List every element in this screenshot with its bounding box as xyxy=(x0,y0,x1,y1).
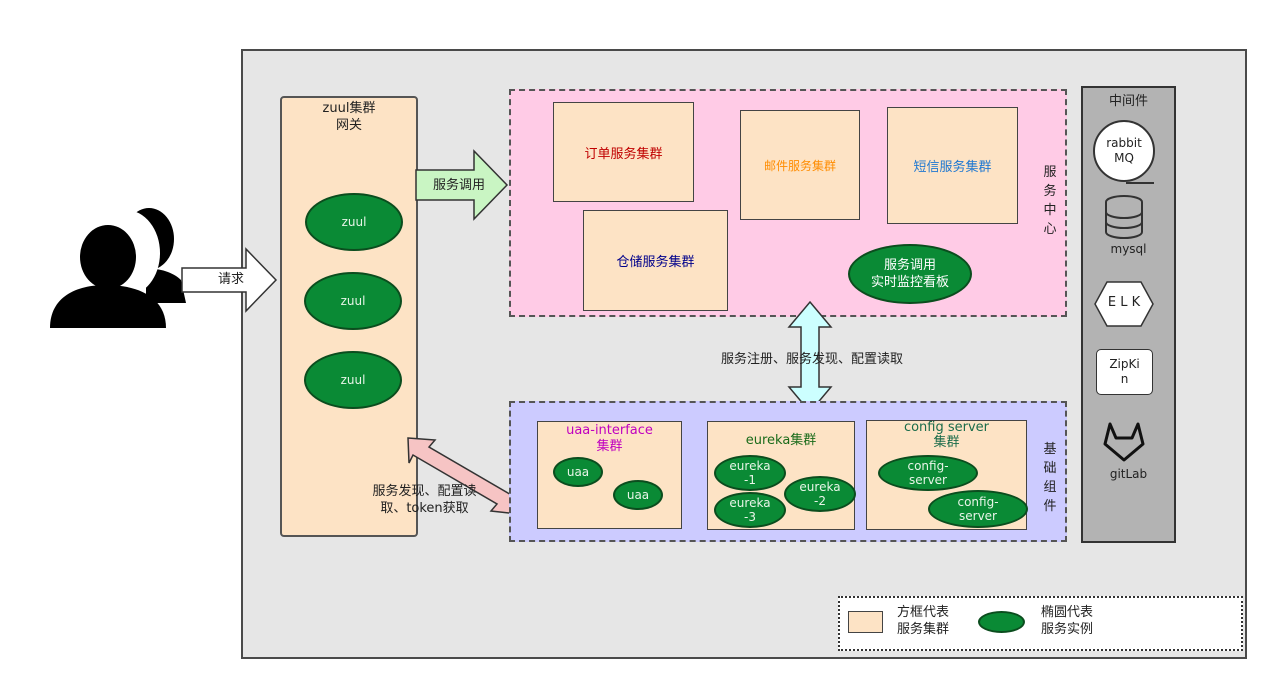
uaa-instance-2: uaa xyxy=(613,480,663,510)
order-service-cluster: 订单服务集群 xyxy=(553,102,694,202)
zipkin-line-1: ZipKi xyxy=(1109,357,1140,371)
monitor-line-2: 实时监控看板 xyxy=(870,275,949,290)
eureka-3-line-1: eureka xyxy=(729,496,771,510)
legend-ellipse-line-1: 椭圆代表 xyxy=(1041,605,1094,620)
base-components-label-text: 基础组件 xyxy=(1043,442,1057,514)
gateway-subtitle: 网关 xyxy=(335,118,362,133)
eureka-instance-1: eureka-1 xyxy=(714,455,786,491)
eureka-2-line-2: -2 xyxy=(814,494,826,508)
config-1-line-2: server xyxy=(909,473,947,487)
uaa-title-line-2: 集群 xyxy=(596,439,623,454)
zuul-instance-3: zuul xyxy=(304,351,402,409)
request-label: 请求 xyxy=(217,272,244,287)
base-components-label: 基础组件 xyxy=(1042,440,1058,516)
config-2-line-2: server xyxy=(959,509,997,523)
zuul-instance-1: zuul xyxy=(305,193,403,251)
eureka-1-line-1: eureka xyxy=(729,459,771,473)
mail-service-cluster: 邮件服务集群 xyxy=(740,110,860,220)
config-title-line-2: 集群 xyxy=(933,435,960,450)
legend-box-swatch xyxy=(848,611,883,633)
rabbitmq-line-1: rabbit xyxy=(1106,136,1142,150)
config-1-line-1: config- xyxy=(907,459,949,473)
config-instance-1: config-server xyxy=(878,455,978,491)
config-instance-2: config-server xyxy=(928,490,1028,528)
users-icon xyxy=(50,208,186,328)
zuul-cluster-title: zuul集群 网关 xyxy=(280,100,418,134)
gateway-link-line-2: 取、token获取 xyxy=(380,501,469,516)
eureka-3-line-2: -3 xyxy=(744,510,756,524)
warehouse-service-cluster: 仓储服务集群 xyxy=(583,210,728,311)
eureka-cluster-title: eureka集群 xyxy=(745,433,817,448)
legend-ellipse-swatch xyxy=(978,611,1025,633)
database-icon xyxy=(1105,195,1143,239)
legend-ellipse-text: 椭圆代表 服务实例 xyxy=(1041,604,1093,638)
legend-box-line-2: 服务集群 xyxy=(897,622,950,637)
zuul-instance-2: zuul xyxy=(304,272,402,330)
gitlab-icon xyxy=(1103,422,1145,462)
elk-hexagon-icon xyxy=(1094,281,1154,327)
gateway-link-label: 服务发现、配置读 取、token获取 xyxy=(352,483,497,517)
monitor-line-1: 服务调用 xyxy=(883,258,936,273)
uaa-cluster-title: uaa-interface 集群 xyxy=(537,423,682,455)
zipkin-line-2: n xyxy=(1120,372,1129,386)
service-center-label-text: 服务中心 xyxy=(1043,165,1057,237)
legend-ellipse-line-2: 服务实例 xyxy=(1041,622,1094,637)
zuul-cluster-name: zuul集群 xyxy=(322,101,376,116)
legend xyxy=(838,596,1243,651)
eureka-instance-3: eureka-3 xyxy=(714,492,786,528)
eureka-instance-2: eureka-2 xyxy=(784,476,856,512)
mysql-label: mysql xyxy=(1110,242,1147,256)
uaa-title-line-1: uaa-interface xyxy=(566,423,653,438)
middleware-title: 中间件 xyxy=(1108,94,1148,109)
service-center-label: 服务中心 xyxy=(1042,163,1058,239)
registry-label: 服务注册、服务发现、配置读取 xyxy=(720,352,903,367)
config-cluster-title: config server 集群 xyxy=(866,420,1027,450)
legend-box-line-1: 方框代表 xyxy=(897,605,950,620)
config-2-line-1: config- xyxy=(957,495,999,509)
legend-box-text: 方框代表 服务集群 xyxy=(897,604,949,638)
service-call-label: 服务调用 xyxy=(432,178,485,193)
gitlab-label: gitLab xyxy=(1109,467,1148,481)
request-arrow xyxy=(181,247,278,313)
config-title-line-1: config server xyxy=(903,420,990,435)
rabbitmq-tail-icon xyxy=(1126,182,1154,184)
monitor-dashboard: 服务调用实时监控看板 xyxy=(848,244,972,304)
sms-service-cluster: 短信服务集群 xyxy=(887,107,1018,224)
gateway-link-line-1: 服务发现、配置读 xyxy=(372,484,477,499)
eureka-2-line-1: eureka xyxy=(799,480,841,494)
elk-label: E L K xyxy=(1107,295,1141,310)
uaa-instance-1: uaa xyxy=(553,457,603,487)
eureka-1-line-2: -1 xyxy=(744,473,756,487)
service-call-arrow xyxy=(415,149,509,221)
rabbitmq-line-2: MQ xyxy=(1114,151,1134,165)
